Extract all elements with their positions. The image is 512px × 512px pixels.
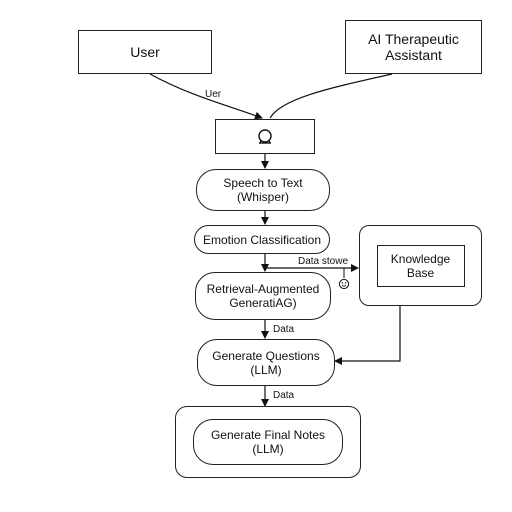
- rag-node: Retrieval-Augmented GeneratiAG): [195, 272, 331, 320]
- edge-label-data-1: Data: [273, 324, 295, 335]
- user-label: User: [130, 44, 160, 60]
- emotion-classification-label: Emotion Classification: [202, 232, 322, 247]
- knowledge-base-container: Knowledge Base: [359, 225, 482, 306]
- knowledge-base-node: Knowledge Base: [376, 244, 465, 287]
- generate-questions-node: Generate Questions (LLM): [197, 339, 335, 386]
- edge-kb-to-questions: [334, 306, 401, 365]
- user-box: User: [78, 30, 212, 74]
- face-icon: [338, 278, 350, 290]
- final-notes-container: Generate Final Notes (LLM): [175, 406, 361, 478]
- microphone-icon: [258, 128, 272, 144]
- edge-assistant-to-mic: [269, 73, 393, 119]
- audio-input-box: [215, 119, 315, 154]
- edge-label-user: Uer: [205, 89, 222, 100]
- speech-to-text-label: Speech to Text (Whisper): [223, 176, 303, 204]
- edge-label-data-2: Data: [273, 390, 295, 401]
- edge-label-data-store: Data stowe: [298, 256, 349, 267]
- generate-final-notes-label: Generate Final Notes (LLM): [210, 428, 326, 456]
- edge-user-to-mic: [149, 73, 263, 120]
- generate-questions-label: Generate Questions (LLM): [212, 348, 320, 377]
- knowledge-base-label: Knowledge Base: [390, 251, 451, 280]
- emotion-classification-node: Emotion Classification: [194, 225, 330, 254]
- ai-assistant-label: AI Therapeutic Assistant: [368, 31, 459, 63]
- generate-final-notes-node: Generate Final Notes (LLM): [193, 419, 343, 465]
- rag-label: Retrieval-Augmented GeneratiAG): [206, 282, 320, 310]
- speech-to-text-node: Speech to Text (Whisper): [196, 169, 330, 211]
- ai-assistant-box: AI Therapeutic Assistant: [345, 20, 482, 74]
